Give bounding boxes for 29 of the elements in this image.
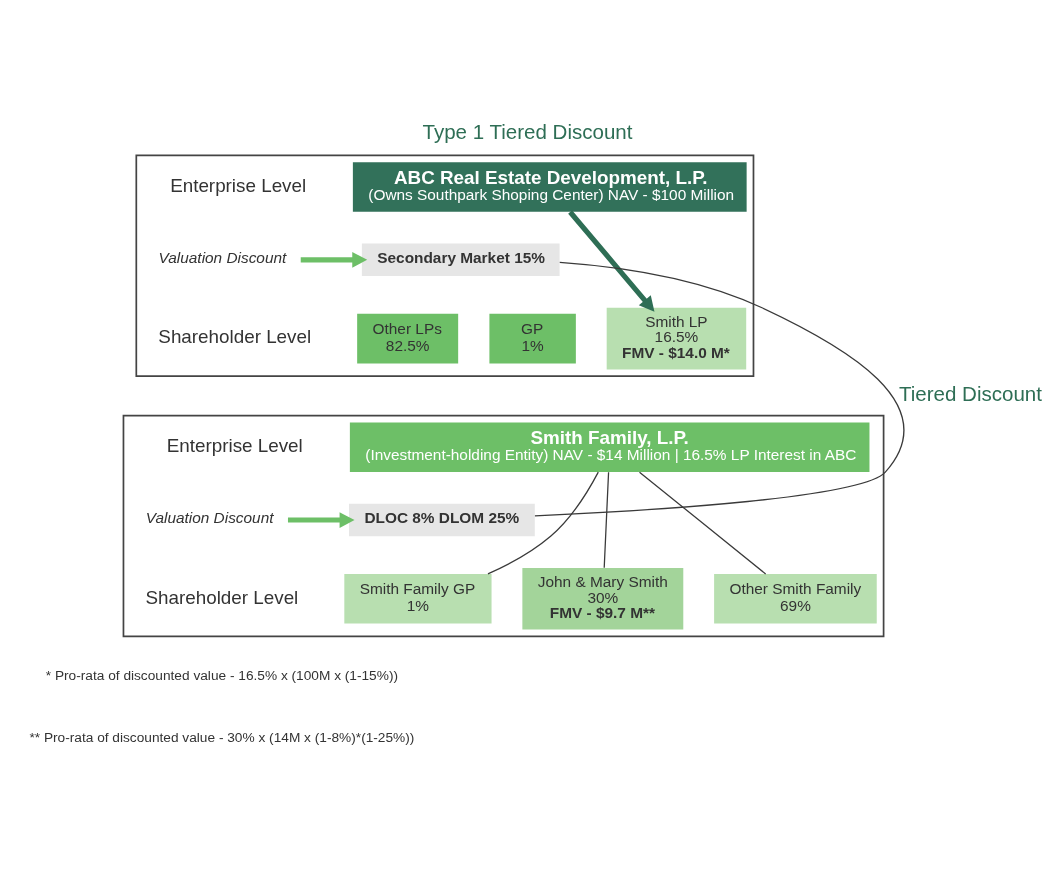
node-text: Valuation Discount — [145, 508, 274, 526]
node-box: GP 1% — [489, 313, 576, 364]
arrow — [287, 512, 355, 528]
label: Enterprise Level — [170, 174, 307, 196]
cluster — [135, 154, 755, 378]
node-box: John & Mary Smith 30% FMV - $9.7 M** — [522, 567, 684, 630]
diagram-title: Type 1 Tiered Discount — [422, 120, 633, 144]
label: Shareholder Level — [158, 326, 312, 348]
node-text: Valuation Discount — [158, 248, 287, 266]
node-box: Smith Family, L.P. (Investment-holding Entity) NAV - $14 Million | 16.5% LP Interest in ABC — [349, 422, 870, 473]
node-box: DLOC 8% DLOM 25% — [349, 503, 535, 537]
cluster — [122, 414, 885, 638]
node-box: Other Smith Family 69% — [714, 573, 877, 624]
node-box: Secondary Market 15% — [361, 243, 560, 277]
node-box: ABC Real Estate Development, L.P. (Owns Southpark Shoping Center) NAV - $100 Million — [352, 162, 747, 212]
connector — [603, 471, 610, 569]
node-box: Smith LP 16.5% FMV - $14.0 M* — [606, 307, 747, 370]
arrow — [300, 251, 368, 268]
connector — [487, 471, 599, 575]
label: Enterprise Level — [166, 435, 303, 457]
connector — [638, 471, 767, 575]
connector — [534, 261, 905, 517]
arrow — [568, 210, 655, 312]
label: * Pro-rata of discounted value - 16.5% x (100M x (1-15%)) — [45, 667, 399, 683]
node-box: Other LPs 82.5% — [357, 313, 459, 364]
edge-label: Tiered Discount — [898, 382, 1042, 406]
node-box: Smith Family GP 1% — [344, 573, 492, 624]
label: ** Pro-rata of discounted value - 30% x (14M x (1-8%)*(1-25%)) — [29, 730, 415, 746]
label: Shareholder Level — [145, 586, 299, 608]
